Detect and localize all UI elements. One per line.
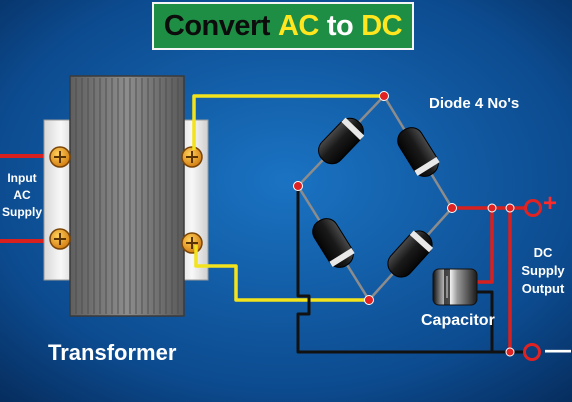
label-line: AC bbox=[13, 188, 31, 202]
screw-terminal-icon bbox=[186, 237, 198, 249]
diode-d4 bbox=[387, 230, 434, 278]
diode-d1 bbox=[318, 117, 365, 165]
screw-terminal-icon bbox=[54, 151, 66, 163]
junction-positive bbox=[487, 203, 497, 213]
capacitor-negative-lead bbox=[476, 290, 494, 352]
transformer-core-icon bbox=[69, 75, 185, 317]
diodes-label: Diode 4 No's bbox=[429, 95, 520, 112]
page-title: Convert AC to DC bbox=[152, 2, 414, 50]
dc-supply-output-label: DC Supply Output bbox=[514, 244, 572, 298]
junction-output-positive bbox=[505, 203, 515, 213]
positive-terminal-ring bbox=[524, 199, 542, 217]
title-word-dc: DC bbox=[361, 9, 403, 42]
positive-terminal-sign: + bbox=[543, 190, 558, 217]
transformer-label: Transformer bbox=[48, 340, 177, 365]
label-line: Supply bbox=[1, 205, 42, 219]
screw-terminal-icon bbox=[54, 233, 66, 245]
output-terminals bbox=[487, 199, 542, 361]
electrolytic-capacitor-icon bbox=[432, 268, 478, 306]
label-line: Output bbox=[521, 281, 565, 296]
ac-wire-bottom bbox=[194, 245, 369, 302]
secondary-terminal-top bbox=[181, 146, 203, 168]
label-line: Supply bbox=[521, 263, 565, 278]
core-laminations bbox=[75, 78, 179, 314]
primary-terminal-top bbox=[49, 146, 71, 168]
negative-wire-main bbox=[296, 186, 512, 354]
primary-terminal-bottom bbox=[49, 228, 71, 250]
negative-terminal-sign: — bbox=[545, 334, 571, 364]
label-line: Input bbox=[7, 171, 37, 185]
screw-terminal-icon bbox=[186, 151, 198, 163]
capacitor-label: Capacitor bbox=[421, 312, 495, 329]
ac-wire-top bbox=[192, 94, 384, 150]
input-ac-wires bbox=[0, 154, 48, 243]
bridge-junctions bbox=[293, 91, 457, 305]
diode-bridge bbox=[293, 91, 457, 305]
junction-negative bbox=[505, 347, 515, 357]
diode-d2 bbox=[397, 127, 440, 177]
title-word-ac: AC bbox=[277, 9, 319, 42]
label-line: DC bbox=[533, 245, 553, 260]
title-word-convert: Convert bbox=[163, 9, 271, 42]
diode-d3 bbox=[312, 218, 355, 268]
capacitor-positive-lead bbox=[476, 208, 494, 284]
capacitor bbox=[432, 268, 478, 306]
input-ac-supply-label: Input AC Supply bbox=[0, 170, 44, 221]
negative-terminal-ring bbox=[523, 343, 541, 361]
secondary-terminal-bottom bbox=[181, 232, 203, 254]
ac-secondary-wires bbox=[192, 94, 384, 302]
title-word-to: to bbox=[326, 9, 354, 42]
